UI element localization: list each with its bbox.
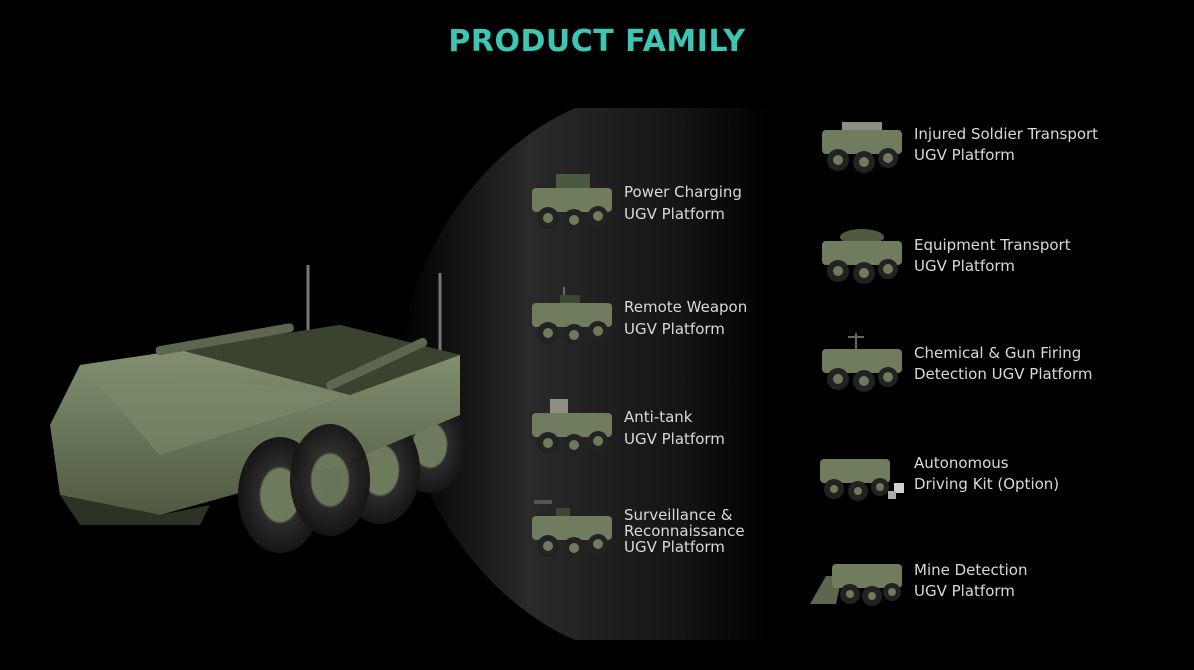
variant-label: Remote Weapon UGV Platform xyxy=(624,298,748,338)
variant-power-charging: Power Charging UGV Platform xyxy=(526,168,742,238)
variant-label: Equipment Transport UGV Platform xyxy=(914,236,1071,275)
variant-anti-tank: Anti-tank UGV Platform xyxy=(526,393,725,463)
variant-label: Power Charging UGV Platform xyxy=(624,183,742,223)
equipment-transport-vehicle-image xyxy=(822,229,902,284)
chemical-detection-vehicle-image xyxy=(822,333,902,392)
variant-chemical-gun-firing-detection: Chemical & Gun Firing Detection UGV Plat… xyxy=(816,329,1093,399)
injured-soldier-vehicle-image xyxy=(822,122,902,173)
variant-label: Mine Detection UGV Platform xyxy=(914,561,1028,600)
variant-surveillance-reconnaissance: Surveillance & Reconnaissance UGV Platfo… xyxy=(526,496,745,566)
page-title: PRODUCT FAMILY xyxy=(448,24,746,59)
variant-label: Surveillance & Reconnaissance UGV Platfo… xyxy=(624,506,745,556)
variant-autonomous-driving-kit: Autonomous Driving Kit (Option) xyxy=(816,439,1059,509)
remote-weapon-vehicle-image xyxy=(532,287,612,346)
variant-equipment-transport: Equipment Transport UGV Platform xyxy=(816,221,1071,291)
variant-remote-weapon: Remote Weapon UGV Platform xyxy=(526,283,747,353)
variant-injured-soldier-transport: Injured Soldier Transport UGV Platform xyxy=(816,110,1098,180)
variant-label: Chemical & Gun Firing Detection UGV Plat… xyxy=(914,344,1093,383)
mine-detection-vehicle-image xyxy=(810,564,902,606)
variant-mine-detection: Mine Detection UGV Platform xyxy=(808,546,1027,616)
autonomous-kit-vehicle-image xyxy=(820,459,904,501)
variant-label: Injured Soldier Transport UGV Platform xyxy=(914,125,1099,164)
variant-label: Anti-tank UGV Platform xyxy=(624,408,725,448)
power-charging-vehicle-image xyxy=(532,174,612,231)
variant-label: Autonomous Driving Kit (Option) xyxy=(914,454,1060,493)
hero-vehicle-image xyxy=(50,265,466,553)
anti-tank-vehicle-image xyxy=(532,399,612,456)
surveillance-vehicle-image xyxy=(532,500,612,559)
